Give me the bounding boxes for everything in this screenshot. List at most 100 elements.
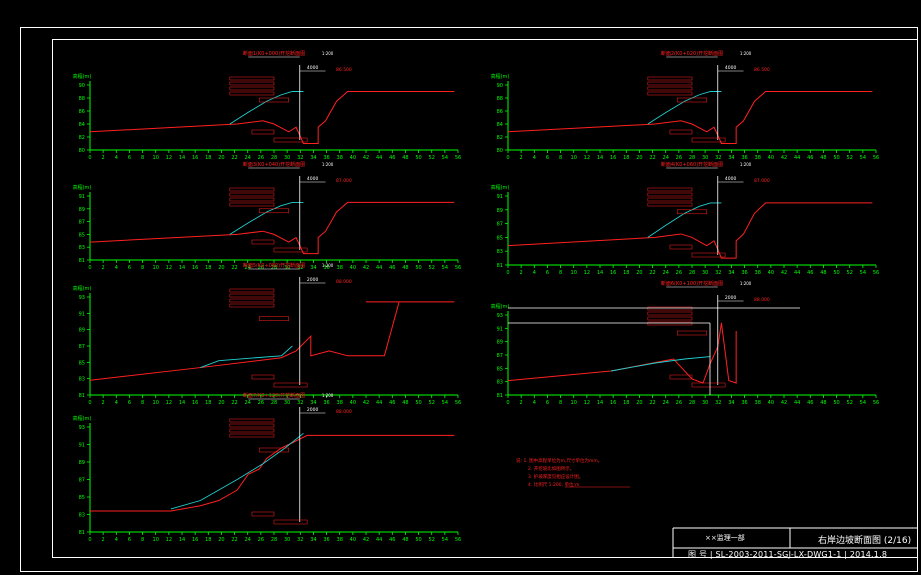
x-tick-label: 44 [376, 155, 382, 161]
x-tick-label: 40 [350, 400, 356, 406]
x-tick-label: 40 [768, 400, 774, 406]
annotation-box [259, 208, 289, 214]
x-tick-label: 10 [153, 400, 159, 406]
x-tick-label: 30 [284, 400, 290, 406]
annotation-box [229, 91, 275, 96]
y-tick-label: 91 [497, 194, 503, 200]
x-tick-label: 42 [363, 265, 369, 271]
x-tick-label: 22 [231, 537, 237, 543]
x-tick-label: 2 [520, 155, 523, 161]
y-tick-label: 80 [79, 148, 85, 154]
x-tick-label: 18 [623, 155, 629, 161]
x-tick-label: 30 [702, 270, 708, 276]
annotation-box [251, 129, 275, 135]
annotation-box [677, 209, 707, 215]
x-tick-label: 2 [520, 270, 523, 276]
annotation-box [273, 137, 308, 143]
x-tick-label: 8 [141, 265, 144, 271]
dimension-label: 4000 [307, 176, 319, 182]
x-tick-label: 30 [284, 537, 290, 543]
x-tick-label: 20 [218, 155, 224, 161]
x-tick-label: 56 [455, 155, 461, 161]
x-tick-label: 32 [297, 537, 303, 543]
x-tick-label: 16 [610, 400, 616, 406]
elevation-label: 86.500 [754, 67, 770, 73]
x-tick-label: 22 [231, 265, 237, 271]
x-tick-label: 46 [389, 400, 395, 406]
x-tick-label: 28 [689, 400, 695, 406]
section-title: 断面5(K0+080)开挖断面图 [243, 262, 305, 269]
x-tick-label: 40 [350, 265, 356, 271]
x-tick-label: 42 [363, 537, 369, 543]
annotation-box [273, 247, 308, 253]
x-tick-label: 50 [415, 400, 421, 406]
section-title: 断面2(K0+020)开挖断面图 [661, 50, 723, 57]
y-tick-label: 87 [79, 478, 85, 484]
elevation-label: 88.000 [754, 297, 770, 303]
ground-profile-line [610, 356, 711, 372]
x-tick-label: 34 [310, 537, 316, 543]
y-tick-label: 89 [497, 208, 503, 214]
x-tick-label: 28 [271, 265, 277, 271]
x-tick-label: 44 [376, 400, 382, 406]
x-tick-label: 2 [102, 400, 105, 406]
x-tick-label: 16 [192, 400, 198, 406]
x-tick-label: 32 [715, 400, 721, 406]
x-tick-label: 54 [442, 265, 448, 271]
x-tick-label: 46 [807, 155, 813, 161]
ground-profile-line [200, 345, 293, 368]
y-tick-label: 81 [79, 258, 85, 264]
x-tick-label: 8 [559, 400, 562, 406]
dimension-label: 4000 [307, 65, 319, 71]
x-tick-label: 32 [297, 265, 303, 271]
y-tick-label: 83 [497, 249, 503, 255]
x-tick-label: 26 [258, 265, 264, 271]
annotation-box [251, 374, 275, 380]
x-tick-label: 38 [337, 537, 343, 543]
title-block-drawing-title: 右岸边坡断面图 (2/16) [818, 536, 912, 546]
dimension-label: 4000 [725, 65, 737, 71]
x-tick-label: 30 [284, 155, 290, 161]
x-tick-label: 22 [649, 400, 655, 406]
annotation-box [677, 330, 707, 336]
annotation-box [647, 202, 693, 207]
note-line: 2. 开挖坡比如图所示。 [528, 465, 574, 472]
x-tick-label: 40 [350, 155, 356, 161]
y-tick-label: 88 [79, 96, 85, 102]
annotation-box [229, 418, 275, 423]
x-tick-label: 48 [820, 270, 826, 276]
x-tick-label: 26 [258, 537, 264, 543]
x-tick-label: 18 [205, 155, 211, 161]
x-tick-label: 32 [715, 155, 721, 161]
x-tick-label: 18 [623, 270, 629, 276]
y-tick-label: 84 [79, 122, 85, 128]
x-tick-label: 14 [179, 155, 185, 161]
y-tick-label: 93 [497, 313, 503, 319]
y-tick-label: 93 [79, 295, 85, 301]
x-tick-label: 20 [636, 400, 642, 406]
x-tick-label: 52 [847, 155, 853, 161]
x-tick-label: 26 [676, 155, 682, 161]
annotation-box [647, 197, 693, 202]
dimension-label: 2000 [307, 277, 319, 283]
x-tick-label: 50 [415, 265, 421, 271]
y-tick-label: 85 [79, 495, 85, 501]
x-tick-label: 48 [820, 155, 826, 161]
y-axis-label: 高程(m) [73, 415, 92, 422]
x-tick-label: 2 [102, 155, 105, 161]
x-tick-label: 26 [676, 400, 682, 406]
y-tick-label: 80 [497, 148, 503, 154]
y-tick-label: 89 [79, 328, 85, 334]
x-tick-label: 10 [153, 537, 159, 543]
x-tick-label: 30 [284, 265, 290, 271]
section-scale: 1:200 [322, 263, 334, 268]
x-tick-label: 12 [166, 400, 172, 406]
x-tick-label: 22 [231, 155, 237, 161]
x-tick-label: 26 [258, 155, 264, 161]
x-tick-label: 40 [768, 270, 774, 276]
y-tick-label: 87 [79, 220, 85, 226]
x-tick-label: 48 [820, 400, 826, 406]
y-tick-label: 86 [497, 109, 503, 115]
